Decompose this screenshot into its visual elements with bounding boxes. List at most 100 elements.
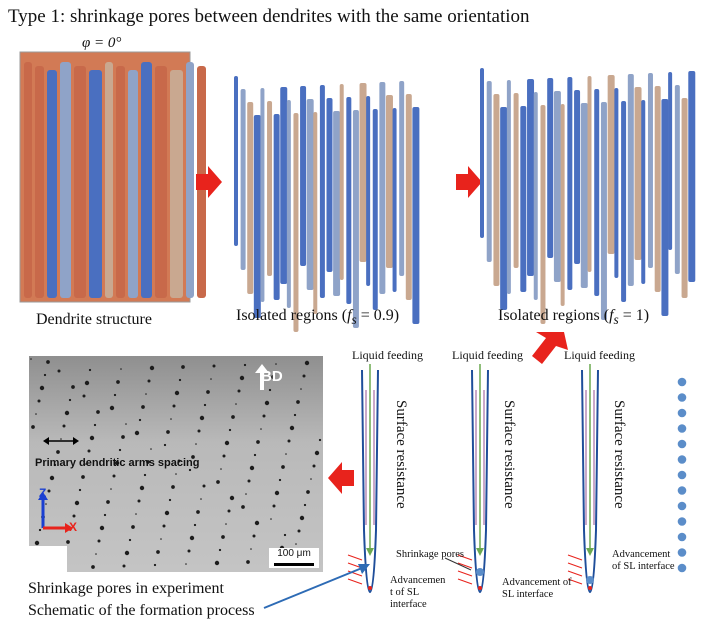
isolated-column	[614, 88, 619, 278]
pore-dot	[181, 365, 185, 369]
pore-dot	[131, 525, 135, 529]
column-dot	[677, 501, 687, 511]
scale-label: 100 μm	[277, 548, 311, 559]
pore-dot	[195, 443, 197, 445]
isolated-column	[513, 93, 519, 268]
pore-dot	[56, 450, 60, 454]
isolated-column	[319, 85, 325, 298]
isolated-column	[627, 74, 634, 286]
pore-dot	[170, 418, 172, 420]
pore-dot	[302, 374, 306, 378]
isolated-column	[567, 77, 573, 290]
isolated-column	[392, 108, 397, 292]
sl-arrow	[457, 562, 473, 569]
isolated-column	[553, 91, 561, 282]
spacing-arrow-icon	[43, 437, 79, 445]
isolated-regions-09-render	[234, 76, 420, 332]
pore-dot	[270, 518, 272, 520]
pore-dot	[120, 368, 122, 370]
pore-dot	[225, 523, 227, 525]
pore-dot	[78, 488, 82, 492]
pore-dot	[252, 534, 256, 538]
pore-dot	[239, 375, 245, 381]
pore-dot	[95, 553, 97, 555]
caption-shrinkage-experiment: Shrinkage pores in experiment	[28, 580, 224, 597]
pore-dot	[177, 459, 181, 463]
caption-isolated-1: Isolated regions (fs = 1)	[498, 307, 650, 328]
pore-dot	[200, 498, 202, 500]
pore-dot	[37, 399, 41, 403]
pore-dot	[71, 385, 75, 389]
pore-dot	[74, 500, 80, 506]
pore-dot	[262, 414, 266, 418]
channel-wall	[581, 369, 599, 594]
isolated-column	[547, 78, 554, 258]
pore-dot	[68, 398, 72, 402]
advancement-label-3: Advancement of SL interface	[612, 549, 675, 572]
pore-dot	[295, 543, 297, 545]
pore-dot	[66, 540, 70, 544]
pore-dot-column	[677, 377, 687, 573]
pore-dot	[38, 528, 42, 532]
pore-dot	[189, 535, 195, 541]
isolated-column	[520, 106, 527, 292]
sl-arrow	[567, 578, 583, 585]
pore-dot	[35, 413, 37, 415]
isolated-column	[280, 87, 288, 284]
pore-dot	[110, 488, 112, 490]
pore-dot	[300, 388, 302, 390]
pore-dot	[247, 479, 251, 483]
isolated-column	[574, 90, 581, 264]
liquid-feeding-label-2: Liquid feeding	[452, 348, 523, 362]
dendrite-column	[35, 66, 44, 298]
tip-dot	[478, 586, 482, 590]
isolated-column	[240, 89, 246, 270]
isolated-column	[480, 68, 484, 238]
pore-dot	[39, 385, 45, 391]
isolated-column	[359, 83, 367, 262]
column-dot	[677, 377, 687, 387]
column-dot	[677, 439, 687, 449]
pore-dot	[221, 535, 225, 539]
column-dot	[677, 424, 687, 433]
sl-arrow	[567, 554, 583, 561]
pore-dot	[312, 464, 316, 468]
pore-dot	[214, 560, 220, 566]
column-dot	[677, 470, 687, 480]
sl-arrow	[347, 578, 363, 585]
isolated-column	[493, 94, 500, 286]
pore-dot	[53, 463, 57, 467]
pore-dot	[88, 368, 92, 372]
pore-dot	[193, 523, 197, 527]
pore-dot	[156, 550, 160, 554]
isolated-column	[527, 79, 535, 276]
advancement-label-1: Advancemen t of SL interface	[390, 575, 446, 610]
channel-wall	[361, 369, 379, 594]
pore-dot	[31, 425, 35, 429]
isolated-column	[267, 101, 273, 276]
pore-dot	[85, 463, 87, 465]
pore-dot	[187, 549, 191, 553]
pore-dot	[109, 405, 115, 411]
pore-dot	[250, 548, 252, 550]
pore-dot	[89, 435, 95, 441]
pore-dot	[175, 473, 177, 475]
pore-dot	[34, 540, 40, 546]
phi-label: φ = 0°	[82, 35, 122, 51]
pore-dot	[128, 538, 132, 542]
pore-dot	[116, 380, 120, 384]
pore-dot	[243, 363, 247, 367]
isolated-column	[253, 115, 261, 318]
arrow-left	[328, 462, 354, 494]
pore-dot	[171, 485, 175, 489]
pore-dot	[143, 473, 147, 477]
pore-bubble	[476, 568, 484, 576]
pore-dot	[202, 484, 206, 488]
pore-dot	[218, 548, 222, 552]
pore-dot	[91, 565, 95, 569]
pore-dot	[299, 515, 305, 521]
pore-dot	[289, 425, 295, 431]
pore-dot	[281, 465, 285, 469]
pore-dot	[196, 510, 200, 514]
pore-dot	[297, 529, 301, 533]
